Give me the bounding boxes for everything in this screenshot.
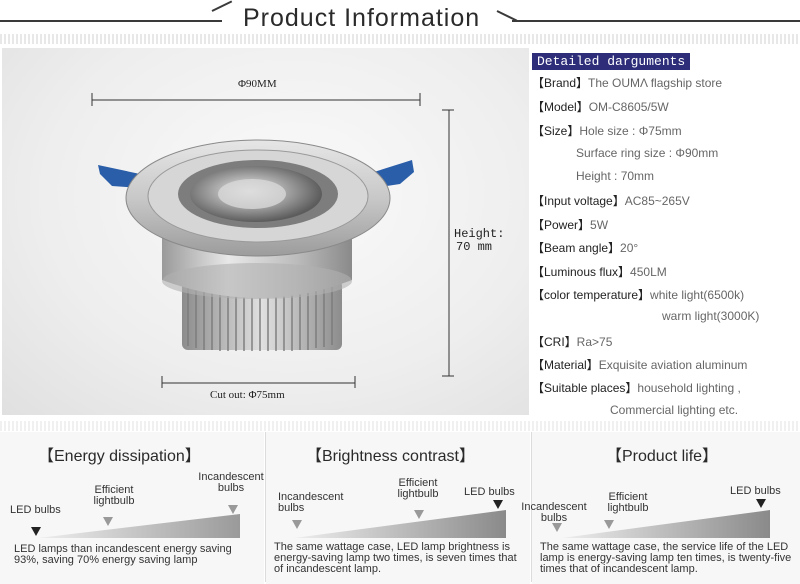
marker-efficient <box>103 517 113 526</box>
label-incandescent-bulbs: Incandescent bulbs <box>198 471 264 494</box>
header-rule-left <box>0 20 222 22</box>
label-incandescent-bulbs: Incandescent bulbs <box>521 501 587 524</box>
page-title: Product Information <box>243 4 481 32</box>
panel-description: The same wattage case, LED lamp brightne… <box>274 541 517 575</box>
height-dimension-label: Height: <box>454 227 505 241</box>
spec-list: Detailed darguments 【Brand】The OUMΛ flag… <box>532 52 798 417</box>
panel-title: 【Brightness contrast】 <box>306 448 475 465</box>
marker-led <box>31 527 41 536</box>
marker-efficient <box>414 510 424 519</box>
panel-description: The same wattage case, the service life … <box>540 541 792 575</box>
panel-brightness-contrast: 【Brightness contrast】 Incandescent bulbs… <box>266 432 530 584</box>
label-efficient-lightbulb: Efficient lightbulb <box>93 484 135 507</box>
panel-separator <box>531 432 532 582</box>
label-led-bulbs: LED bulbs <box>730 485 781 497</box>
marker-incandescent <box>228 505 238 514</box>
height-dimension-value: 70 mm <box>456 240 493 254</box>
spec-row-brand: 【Brand】The OUMΛ flagship store <box>532 76 723 90</box>
section-header: Product Information <box>0 0 800 46</box>
panel-separator <box>265 432 266 582</box>
section-divider <box>0 421 800 431</box>
marker-led <box>756 499 766 508</box>
spec-row-commercial: Commercial lighting etc. <box>610 403 739 417</box>
product-photo: Φ90MM Height: 70 mm Cut out: Φ75mm <box>2 48 529 415</box>
panel-product-life: 【Product life】 Incandescent bulbs Effici… <box>521 432 800 584</box>
marker-efficient <box>604 520 614 529</box>
spec-row-material: 【Material】Exquisite aviation aluminum <box>532 358 748 372</box>
marker-incandescent <box>552 523 562 532</box>
label-led-bulbs: LED bulbs <box>464 486 515 498</box>
energy-gradient-wedge <box>38 514 240 538</box>
width-dimension-label: Φ90MM <box>238 78 277 90</box>
spec-row-power: 【Power】5W <box>532 218 609 232</box>
header-rule-slant-left <box>211 0 233 12</box>
panel-title: 【Product life】 <box>606 448 719 465</box>
downlight-illustration <box>91 93 454 388</box>
brightness-gradient-wedge <box>294 510 506 538</box>
spec-heading: Detailed darguments <box>532 53 691 70</box>
panel-energy-dissipation: 【Energy dissipation】 LED bulbs Efficient… <box>0 432 264 584</box>
label-led-bulbs: LED bulbs <box>10 504 61 516</box>
panel-title: 【Energy dissipation】 <box>38 448 201 465</box>
panel-description: LED lamps than incandescent energy savin… <box>14 543 232 566</box>
spec-row-height: Height : 70mm <box>576 169 655 183</box>
label-efficient-lightbulb: Efficient lightbulb <box>607 491 649 514</box>
spec-row-beam-angle: 【Beam angle】20° <box>532 241 639 255</box>
spec-row-suitable-places: 【Suitable places】household lighting , <box>532 381 741 395</box>
header-stripe <box>0 34 800 44</box>
label-efficient-lightbulb: Efficient lightbulb <box>397 477 439 500</box>
spec-row-color-temperature: 【color temperature】white light(6500k) <box>532 288 745 302</box>
life-gradient-wedge <box>562 510 770 538</box>
spec-row-warm-light: warm light(3000K) <box>662 309 760 323</box>
spec-row-model: 【Model】OM-C8605/5W <box>532 100 669 114</box>
spec-row-input-voltage: 【Input voltage】AC85~265V <box>532 194 690 208</box>
spec-row-luminous-flux: 【Luminous flux】450LM <box>532 265 667 279</box>
header-rule-right <box>512 20 800 22</box>
spec-row-cri: 【CRI】Ra>75 <box>532 335 613 349</box>
cutout-dimension-label: Cut out: Φ75mm <box>210 389 285 401</box>
label-incandescent-bulbs: Incandescent bulbs <box>278 491 344 514</box>
marker-led <box>493 500 503 509</box>
spec-row-size: 【Size】Hole size : Φ75mm <box>532 124 682 138</box>
spec-row-surface-ring: Surface ring size : Φ90mm <box>576 146 719 160</box>
marker-incandescent <box>292 520 302 529</box>
